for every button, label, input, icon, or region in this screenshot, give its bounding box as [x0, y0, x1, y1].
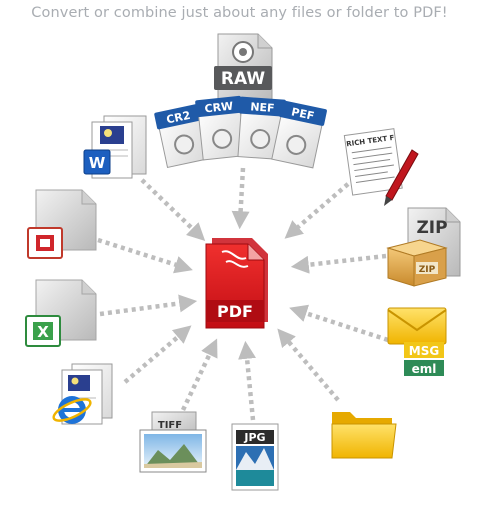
- pdf-label: PDF: [217, 302, 253, 321]
- tiff-label: TIFF: [158, 420, 182, 431]
- arrow-folder: [277, 328, 340, 402]
- msg-email-icon: MSG eml: [387, 307, 447, 376]
- arrow-raw: [231, 167, 250, 230]
- nef-label: NEF: [250, 100, 275, 115]
- zip-box-label: ZIP: [419, 265, 436, 275]
- arrow-jpg: [238, 340, 257, 421]
- zip-archive-icon: ZIP ZIP: [386, 207, 461, 287]
- cr2-label: CR2: [165, 109, 191, 127]
- powerpoint-document-icon: [27, 189, 97, 259]
- word-document-icon: W: [83, 115, 147, 179]
- arrow-rtf: [284, 182, 350, 239]
- arrow-excel: [99, 294, 198, 317]
- arrow-word: [140, 178, 206, 242]
- headline: Convert or combine just about any files …: [31, 5, 448, 21]
- svg-text:X: X: [37, 323, 49, 341]
- zip-label: ZIP: [416, 218, 447, 238]
- crw-label: CRW: [204, 100, 234, 116]
- raw-file-icon: RAW: [214, 33, 273, 105]
- html-document-icon: [52, 363, 113, 425]
- pef-label: PEF: [290, 105, 315, 123]
- arrow-tiff: [180, 338, 218, 411]
- svg-text:W: W: [89, 154, 106, 172]
- jpg-image-icon: JPG: [231, 423, 279, 491]
- pdf-output-icon: PDF: [205, 238, 268, 329]
- eml-label: eml: [412, 362, 437, 376]
- arrow-html: [123, 325, 192, 384]
- nef-file-icon: NEF: [237, 96, 286, 160]
- pen-icon: [384, 149, 419, 206]
- rich-text-icon: RICH TEXT F: [343, 128, 403, 196]
- tiff-image-icon: TIFF: [139, 411, 207, 473]
- cr2-file-icon: CR2: [154, 103, 210, 169]
- excel-document-icon: X: [25, 279, 97, 347]
- msg-label: MSG: [409, 344, 439, 358]
- raw-subtype-pages: CR2 CRW NEF PEF: [154, 95, 327, 169]
- conversion-arrows: [97, 167, 389, 421]
- arrow-msg: [289, 304, 389, 343]
- jpg-label: JPG: [243, 431, 265, 444]
- arrow-zip: [290, 253, 387, 274]
- raw-label: RAW: [221, 69, 265, 89]
- folder-icon: [331, 412, 397, 459]
- arrow-ppt: [97, 237, 193, 274]
- pef-file-icon: PEF: [271, 100, 327, 169]
- crw-file-icon: CRW: [195, 95, 246, 161]
